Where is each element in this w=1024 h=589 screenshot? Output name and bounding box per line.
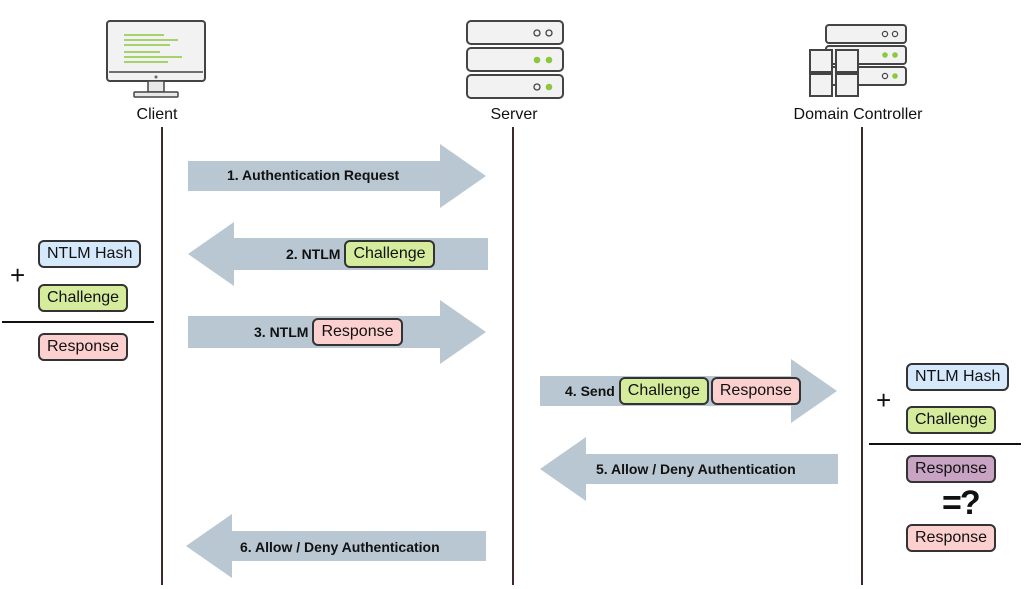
- step-5-arrow: [540, 437, 838, 501]
- client-ntlm-hash-token: NTLM Hash: [38, 240, 142, 268]
- server-lifeline: [512, 127, 514, 585]
- client-lifeline: [161, 127, 163, 585]
- dc-computed-response-token: Response: [906, 455, 997, 483]
- monitor-icon: [106, 20, 206, 98]
- step-1-arrow: [188, 144, 486, 208]
- domain-controller-label: Domain Controller: [793, 106, 923, 123]
- client-challenge-token: Challenge: [38, 284, 129, 312]
- domain-controller-lifeline: [861, 127, 863, 585]
- step-3-label: 3. NTLM Response: [254, 318, 403, 346]
- step-2-label: 2. NTLM Challenge: [286, 240, 435, 268]
- step-1-label: 1. Authentication Request: [227, 167, 400, 183]
- challenge-token: Challenge: [344, 240, 435, 268]
- dc-ntlm-hash-token: NTLM Hash: [906, 363, 1010, 391]
- compare-equals-question: =?: [942, 484, 981, 522]
- client-response-token: Response: [38, 333, 129, 361]
- step-2-arrow: [188, 222, 488, 286]
- client-plus-sign: +: [10, 260, 26, 290]
- server-rack-icon: [466, 20, 564, 99]
- domain-controller-icon: [809, 24, 907, 97]
- dc-received-response-token: Response: [906, 524, 997, 552]
- step-4-label: 4. Send Challenge Response: [565, 377, 801, 405]
- dc-sum-rule: [869, 443, 1021, 445]
- dc-challenge-token: Challenge: [906, 406, 997, 434]
- step-5-label: 5. Allow / Deny Authentication: [596, 461, 796, 477]
- response-token: Response: [710, 377, 801, 405]
- step-6-label: 6. Allow / Deny Authentication: [240, 539, 440, 555]
- dc-plus-sign: +: [876, 385, 892, 415]
- response-token: Response: [312, 318, 403, 346]
- client-sum-rule: [2, 321, 154, 323]
- client-label: Client: [136, 106, 178, 123]
- server-label: Server: [490, 106, 538, 123]
- step-6-arrow: [186, 514, 486, 578]
- challenge-token: Challenge: [618, 377, 709, 405]
